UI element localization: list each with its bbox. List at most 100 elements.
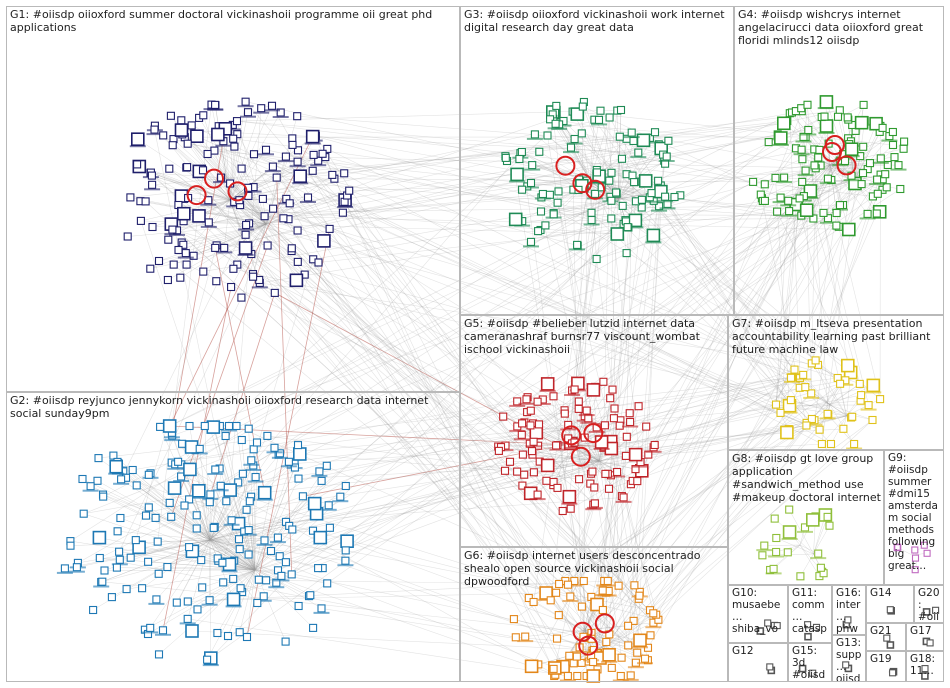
node-g3[interactable] (535, 147, 544, 156)
node-g1[interactable] (183, 163, 192, 172)
node-g2[interactable] (263, 431, 272, 440)
node-g1[interactable] (345, 186, 354, 195)
node-g8[interactable] (796, 572, 805, 581)
node-g3[interactable] (536, 207, 546, 216)
node-g5[interactable] (499, 412, 508, 421)
node-g5[interactable] (601, 469, 610, 478)
node-g3[interactable] (543, 131, 552, 140)
node-g3[interactable] (623, 223, 632, 232)
node-g2[interactable] (128, 465, 137, 475)
node-g6[interactable] (577, 602, 586, 611)
node-g2[interactable] (95, 553, 104, 563)
node-g1[interactable] (176, 273, 185, 282)
node-g3[interactable] (518, 185, 527, 194)
node-g2[interactable] (99, 492, 108, 501)
node-g2[interactable] (314, 564, 323, 573)
node-g1[interactable] (164, 235, 173, 244)
node-g5[interactable] (606, 394, 615, 403)
node-g18[interactable] (921, 665, 929, 673)
node-g2[interactable] (167, 481, 182, 495)
node-g2[interactable] (193, 605, 202, 614)
node-g2[interactable] (253, 598, 262, 608)
node-g3[interactable] (637, 195, 646, 204)
node-g6[interactable] (646, 631, 655, 640)
node-g1[interactable] (166, 111, 175, 120)
node-g2[interactable] (317, 476, 326, 485)
node-g7[interactable] (836, 379, 845, 388)
node-g7[interactable] (786, 396, 795, 405)
node-g1[interactable] (293, 112, 302, 121)
node-g1[interactable] (293, 146, 303, 155)
node-g5[interactable] (575, 475, 584, 484)
node-g1[interactable] (289, 273, 304, 288)
node-g4[interactable] (873, 189, 882, 198)
node-g16[interactable] (844, 616, 852, 624)
node-g1[interactable] (229, 134, 238, 143)
node-g2[interactable] (116, 513, 125, 523)
node-g2[interactable] (222, 497, 231, 506)
node-g6[interactable] (529, 597, 538, 607)
node-g2[interactable] (122, 585, 131, 594)
node-g14[interactable] (886, 606, 894, 614)
node-g5[interactable] (533, 397, 542, 406)
node-g8[interactable] (783, 548, 792, 557)
node-g2[interactable] (115, 547, 124, 556)
node-g9[interactable] (893, 543, 902, 552)
node-g7[interactable] (780, 425, 794, 440)
node-g9[interactable] (911, 546, 919, 554)
node-g1[interactable] (133, 160, 142, 169)
node-g2[interactable] (94, 454, 103, 463)
node-g1[interactable] (229, 264, 238, 273)
node-g2[interactable] (209, 523, 218, 532)
node-g1[interactable] (263, 241, 272, 250)
node-g3[interactable] (637, 203, 646, 212)
node-g2[interactable] (183, 597, 192, 606)
node-g10[interactable] (764, 619, 772, 627)
node-g7[interactable] (771, 400, 781, 409)
node-g1[interactable] (288, 140, 297, 149)
node-g3[interactable] (622, 249, 631, 258)
node-g1[interactable] (244, 183, 253, 192)
node-g2[interactable] (235, 628, 244, 637)
node-g11[interactable] (812, 623, 821, 631)
node-g3[interactable] (616, 105, 626, 115)
node-g2[interactable] (229, 574, 238, 583)
node-g3[interactable] (630, 178, 639, 187)
node-g1[interactable] (260, 212, 269, 221)
node-g1[interactable] (328, 170, 337, 179)
node-g2[interactable] (288, 525, 297, 534)
node-g4[interactable] (888, 140, 898, 150)
node-g1[interactable] (269, 204, 278, 213)
node-g7[interactable] (807, 414, 816, 424)
node-g4[interactable] (841, 222, 856, 237)
node-g5[interactable] (600, 421, 609, 430)
node-g2[interactable] (167, 512, 176, 521)
node-g2[interactable] (151, 513, 160, 522)
node-g3[interactable] (578, 102, 587, 111)
node-g6[interactable] (577, 658, 586, 667)
node-g2[interactable] (197, 556, 206, 565)
node-g7[interactable] (802, 421, 811, 430)
node-g2[interactable] (308, 526, 318, 535)
node-g2[interactable] (200, 421, 209, 431)
node-g4[interactable] (814, 153, 823, 162)
node-g4[interactable] (798, 177, 807, 186)
node-g1[interactable] (233, 130, 242, 139)
node-g1[interactable] (318, 149, 327, 158)
node-g3[interactable] (654, 176, 663, 185)
node-g4[interactable] (773, 207, 782, 216)
node-g6[interactable] (633, 648, 642, 657)
node-g2[interactable] (262, 576, 271, 585)
node-g1[interactable] (227, 282, 236, 292)
node-g5[interactable] (540, 458, 555, 473)
node-g1[interactable] (182, 260, 191, 269)
node-g4[interactable] (854, 115, 869, 130)
node-g11[interactable] (804, 632, 812, 641)
node-g5[interactable] (520, 470, 529, 479)
node-g5[interactable] (494, 446, 503, 455)
node-g4[interactable] (798, 155, 807, 164)
node-g2[interactable] (79, 509, 88, 518)
node-g4[interactable] (896, 184, 905, 194)
node-g4[interactable] (771, 173, 780, 182)
node-g5[interactable] (599, 377, 608, 386)
